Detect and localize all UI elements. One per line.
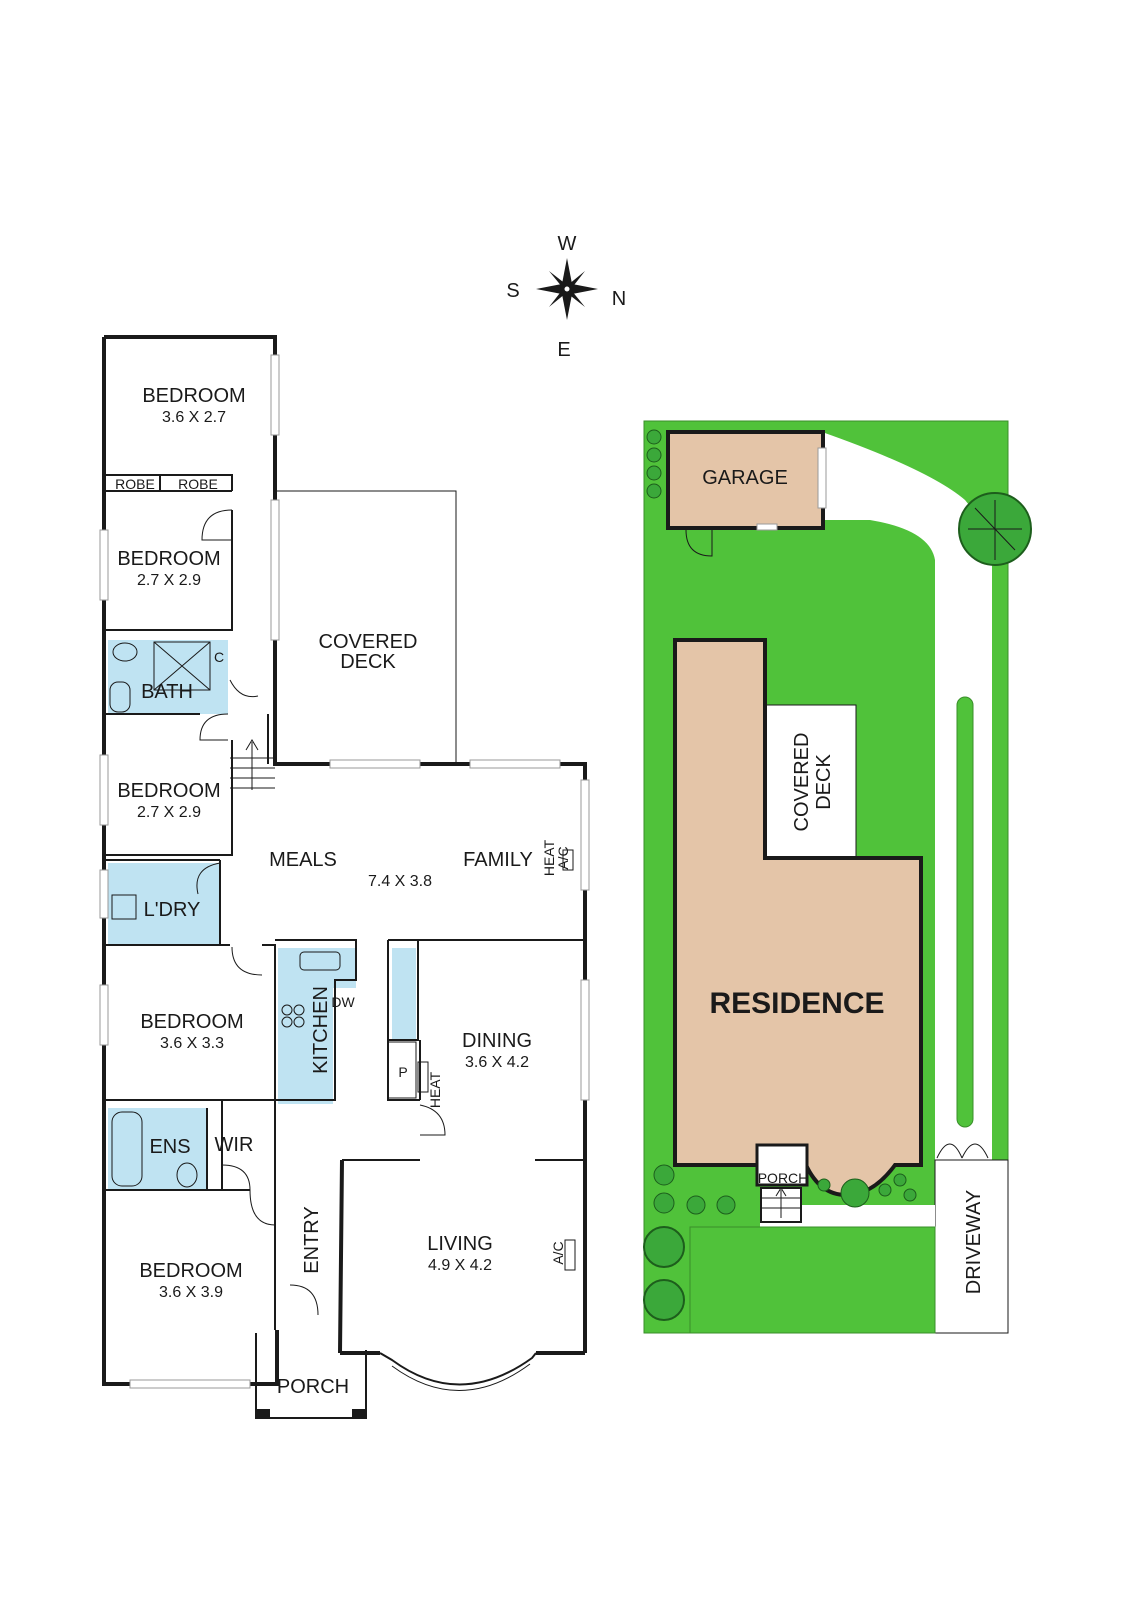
door-swings xyxy=(196,509,446,1316)
compass-rose: W S N E xyxy=(506,233,626,361)
garage-label: GARAGE xyxy=(702,467,788,489)
dining-dim: 3.6 X 4.2 xyxy=(465,1054,529,1071)
site-covered-deck xyxy=(763,704,857,859)
ac-label: A/C xyxy=(550,1241,566,1264)
bath-label: BATH xyxy=(141,681,193,703)
robe2-label: ROBE xyxy=(178,476,218,492)
compass-s: S xyxy=(506,280,519,302)
bedroom5-label: BEDROOM xyxy=(139,1260,242,1282)
bedroom1-label: BEDROOM xyxy=(142,385,245,407)
kitchen-label: KITCHEN xyxy=(310,986,332,1074)
bedroom4-label: BEDROOM xyxy=(140,1011,243,1033)
kitchen-bench xyxy=(278,948,356,988)
site-porch-label: PORCH xyxy=(758,1170,809,1186)
site-porch xyxy=(755,1143,809,1187)
windows xyxy=(99,354,590,1389)
heat-ac-label-2: A/C xyxy=(555,846,571,869)
site-covered-deck-label: COVERED xyxy=(791,733,813,832)
heat-label: HEAT xyxy=(427,1071,443,1108)
dining-label: DINING xyxy=(462,1030,532,1052)
covered-deck-outline xyxy=(277,490,457,762)
robe1-label: ROBE xyxy=(115,476,155,492)
laundry-label: L'DRY xyxy=(144,899,201,921)
cupboard-label: C xyxy=(214,649,224,665)
compass-w: W xyxy=(558,233,577,255)
laundry-area xyxy=(108,863,220,945)
porch-outline xyxy=(255,1333,367,1419)
living-bay-window xyxy=(379,1352,537,1386)
driveway-label: DRIVEWAY xyxy=(963,1190,985,1294)
bedroom3-dim: 2.7 X 2.9 xyxy=(137,804,201,821)
bedroom2-label: BEDROOM xyxy=(117,548,220,570)
site-covered-deck-label-2: DECK xyxy=(813,754,835,810)
meals-family-dim: 7.4 X 3.8 xyxy=(368,873,432,890)
living-label: LIVING xyxy=(427,1233,493,1255)
dining-bench xyxy=(392,948,416,1040)
fixtures xyxy=(109,641,576,1271)
bedroom4-dim: 3.6 X 3.3 xyxy=(160,1035,224,1052)
covered-deck-label-2: DECK xyxy=(340,651,396,673)
driveway-path xyxy=(822,432,992,1160)
meals-label: MEALS xyxy=(269,849,337,871)
bedroom3-label: BEDROOM xyxy=(117,780,220,802)
residence-label: RESIDENCE xyxy=(709,987,884,1020)
compass-n: N xyxy=(612,288,626,310)
dw-label: DW xyxy=(331,994,355,1010)
wir-label: WIR xyxy=(215,1134,254,1156)
site-plan: GARAGE COVERED DECK RESIDENCE PORCH DRIV… xyxy=(643,420,1032,1334)
heat-ac-label: HEAT xyxy=(541,839,557,876)
bath-area xyxy=(108,640,228,714)
bedroom5-dim: 3.6 X 3.9 xyxy=(159,1284,223,1301)
driveway xyxy=(934,1159,1009,1334)
bedroom2-dim: 2.7 X 2.9 xyxy=(137,572,201,589)
ens-label: ENS xyxy=(149,1136,190,1158)
interior-walls xyxy=(104,474,585,1330)
floor-plan: BEDROOM 3.6 X 2.7 ROBE ROBE BEDROOM 2.7 … xyxy=(99,335,590,1419)
pantry-label: P xyxy=(398,1064,407,1080)
compass-e: E xyxy=(557,339,570,361)
ensuite-area xyxy=(108,1108,207,1190)
bedroom1-dim: 3.6 X 2.7 xyxy=(162,409,226,426)
porch-label: PORCH xyxy=(277,1376,349,1398)
family-label: FAMILY xyxy=(463,849,533,871)
covered-deck-label: COVERED xyxy=(319,631,418,653)
entry-label: ENTRY xyxy=(301,1206,323,1273)
living-dim: 4.9 X 4.2 xyxy=(428,1257,492,1274)
